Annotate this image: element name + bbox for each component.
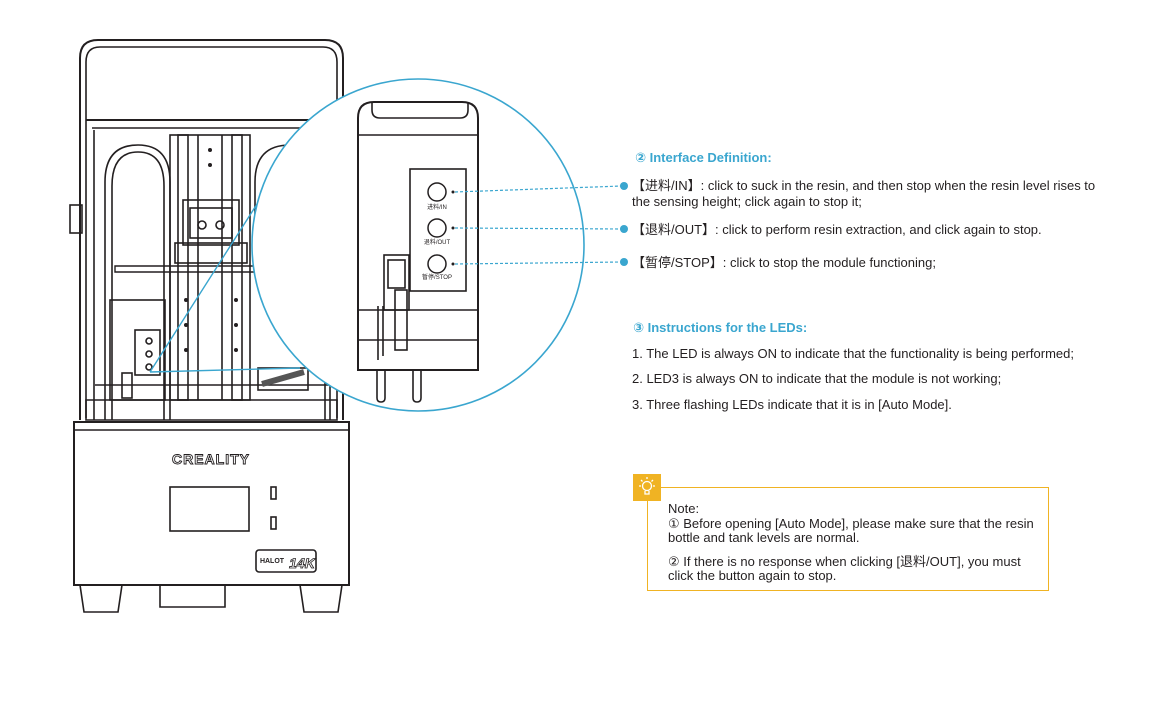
- led-3-dot: [451, 262, 455, 266]
- resin-module-closeup: [357, 101, 479, 403]
- out-button-label: 退料/OUT: [424, 238, 451, 246]
- stop-button-closeup: [427, 254, 447, 274]
- note-tab: [633, 474, 661, 501]
- leader-line-in: [454, 185, 623, 193]
- lightbulb-icon: [639, 477, 655, 495]
- note-title: Note:: [668, 501, 700, 516]
- out-button-closeup: [427, 218, 447, 238]
- leader-dot-in: [620, 182, 628, 190]
- in-button-closeup: [427, 182, 447, 202]
- printer-model-badge: HALOT: [260, 558, 285, 565]
- stop-button-label: 暂停/STOP: [422, 273, 452, 281]
- interface-item-stop: 【暂停/STOP】: click to stop the module func…: [632, 255, 936, 270]
- note-item-2: ② If there is no response when clicking …: [668, 554, 1021, 583]
- note-box: [647, 487, 1049, 591]
- led-instruction-1: 1. The LED is always ON to indicate that…: [632, 346, 1074, 361]
- led-instructions-heading: ③ Instructions for the LEDs:: [633, 320, 808, 335]
- in-button-label: 进料/IN: [427, 203, 447, 211]
- interface-item-out: 【退料/OUT】: click to perform resin extract…: [632, 222, 1042, 237]
- leader-line-out: [454, 227, 623, 230]
- led-instruction-3: 3. Three flashing LEDs indicate that it …: [632, 397, 952, 412]
- leader-line-stop: [454, 261, 623, 265]
- printer-model-badge-suffix: 14K: [289, 555, 316, 571]
- resin-printer: [69, 39, 350, 613]
- led-2-dot: [451, 226, 455, 230]
- printer-brand-label: CREALITY: [172, 451, 250, 467]
- interface-definition-heading: ② Interface Definition:: [635, 150, 772, 165]
- leader-dot-out: [620, 225, 628, 233]
- interface-item-in: 【进料/IN】: click to suck in the resin, and…: [632, 178, 1096, 209]
- led-1-dot: [451, 190, 455, 194]
- note-item-1: ① Before opening [Auto Mode], please mak…: [668, 516, 1034, 545]
- magnifier-circle: [251, 78, 585, 412]
- led-instruction-2: 2. LED3 is always ON to indicate that th…: [632, 371, 1002, 386]
- leader-dot-stop: [620, 258, 628, 266]
